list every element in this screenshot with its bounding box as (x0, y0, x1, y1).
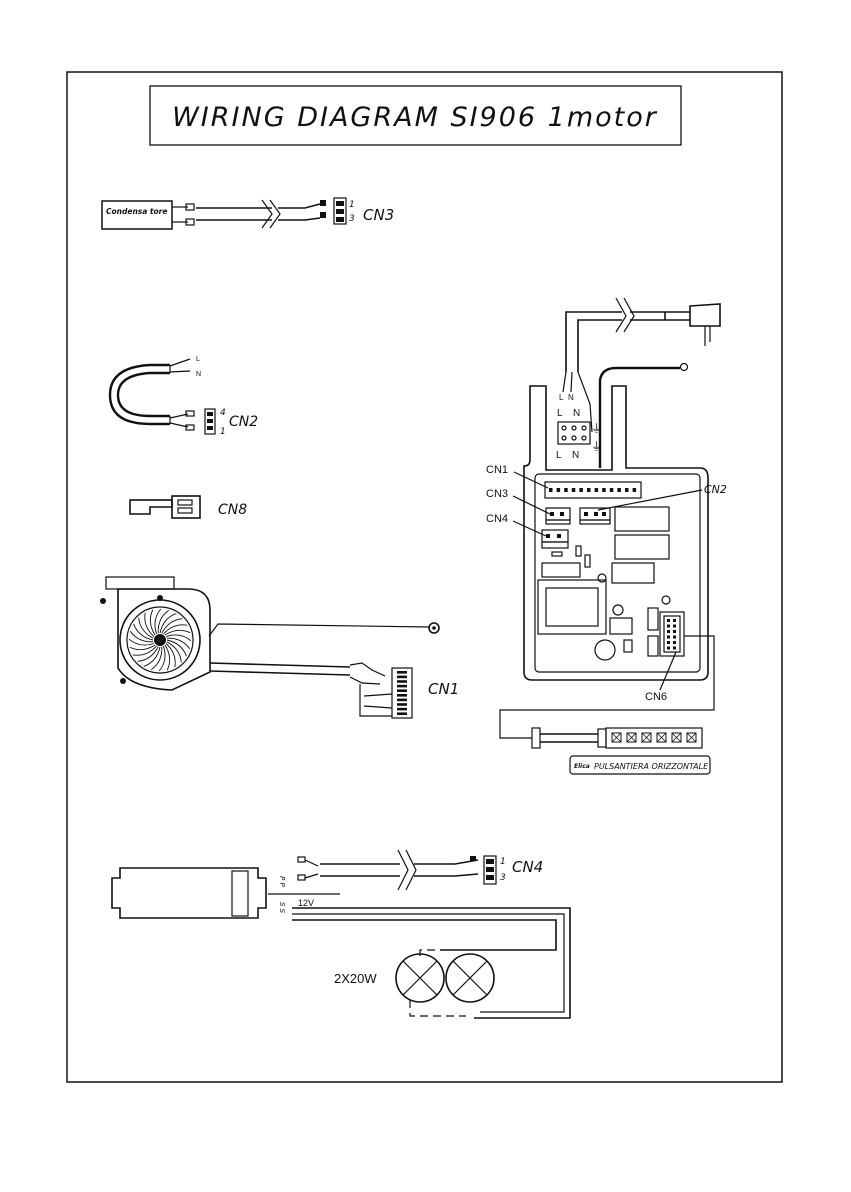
light-cn4-label: CN4 (512, 858, 543, 876)
cn1-pin (397, 685, 407, 688)
cn6-pin (667, 641, 670, 644)
motor-assembly: CN1 (100, 577, 459, 718)
capacitor-label: Condensa tore (106, 207, 167, 216)
pcb-cn1-pin (617, 488, 621, 492)
cable-wire-n: N (568, 393, 574, 402)
capacitor-assembly: Condensa tore 1 3 CN3 (102, 198, 394, 229)
cn6-pin (667, 625, 670, 628)
pcb-cn1-pin (610, 488, 614, 492)
pcb-cn1-pin (579, 488, 583, 492)
lamp-left-icon (396, 954, 444, 1002)
fan-blade (162, 619, 183, 634)
cn6-pin (667, 630, 670, 633)
fan-blade (165, 630, 190, 635)
box-cn1-label: CN1 (486, 464, 508, 476)
pcb-cn1-pin (625, 488, 629, 492)
cn2-pin-4: 4 (220, 408, 226, 418)
transformer-secondary-label: S S (278, 902, 286, 914)
cn1-connector (392, 668, 412, 718)
ground-symbol-top-icon: ⏚ (591, 422, 602, 435)
cn2-pin-1: 1 (220, 427, 226, 437)
pcb-cn1-pin (602, 488, 606, 492)
diagram-title: WIRING DIAGRAM SI906 1motor (172, 102, 658, 133)
earth-ring (681, 364, 688, 371)
transformer-primary-label: P P (278, 876, 286, 887)
cn1-pin (397, 671, 407, 674)
pcb-cn1-pin (587, 488, 591, 492)
keypad-brand: Elica (574, 763, 590, 770)
transformer-body (112, 868, 266, 918)
cn6-pin (673, 647, 676, 650)
terminal-block (558, 422, 590, 444)
fan-blade (165, 645, 170, 670)
loop-wire-n: N (196, 371, 201, 378)
pcb-cn1-pin (557, 488, 561, 492)
control-box-assembly: L N L N ⏚ ⏚ L N (486, 298, 727, 774)
cn6-pin (673, 641, 676, 644)
cn6-pin (667, 647, 670, 650)
cn1-pin (397, 694, 407, 697)
cable-wire-l: L (559, 393, 564, 402)
cn6-pin (673, 619, 676, 622)
cn1-pin (397, 676, 407, 679)
motor-cn1-label: CN1 (428, 680, 459, 698)
light-cn4-pin-3: 3 (500, 873, 506, 883)
cn6-pin (667, 636, 670, 639)
light-cn4-pin-1: 1 (500, 857, 506, 867)
mains-loop-assembly: L N 4 1 CN2 (110, 356, 258, 437)
cn6-pin (673, 636, 676, 639)
cn2-label: CN2 (229, 414, 258, 430)
terminal-bottom-n: N (572, 450, 579, 461)
fan-blade (150, 610, 155, 635)
pcb-cn1-pin (572, 488, 576, 492)
cn6-pin (673, 630, 676, 633)
pcb-cn1-pin (564, 488, 568, 492)
fan-blade (138, 647, 159, 662)
cn6-pin (673, 625, 676, 628)
lighting-assembly: P P S S 1 3 CN4 12V 2 (112, 850, 570, 1018)
cn3-pin-1: 1 (349, 200, 355, 210)
terminal-top-l: L (557, 408, 563, 419)
pcb-cn1-pin (595, 488, 599, 492)
cn1-pin (397, 689, 407, 692)
box-cn2-label: CN2 (704, 483, 727, 496)
loop-wire-l: L (196, 356, 200, 363)
terminal-bottom-l: L (556, 450, 562, 461)
ground-symbol-bottom-icon: ⏚ (591, 440, 602, 453)
cn1-pin (397, 708, 407, 711)
pcb-cn1-pin (633, 488, 637, 492)
lamp-right-icon (446, 954, 494, 1002)
cn8-assembly: CN8 (130, 496, 247, 518)
cn1-pin (397, 680, 407, 683)
keypad-label: PULSANTIERA ORIZZONTALE (594, 762, 709, 771)
pcb-cn1-pin (549, 488, 553, 492)
cn1-pin (397, 703, 407, 706)
lamps-label: 2X20W (334, 971, 377, 986)
cn1-pin (397, 712, 407, 715)
box-cn4-label: CN4 (486, 513, 508, 525)
fan-blade (130, 645, 155, 650)
cn3-pin-3: 3 (349, 214, 355, 224)
cn6-pin (667, 619, 670, 622)
fan-blade (167, 642, 182, 663)
fan-blade (139, 618, 154, 639)
cn8-label: CN8 (218, 502, 247, 518)
cn1-pin (397, 699, 407, 702)
terminal-top-n: N (573, 408, 580, 419)
box-cn3-label: CN3 (486, 488, 508, 500)
voltage-label: 12V (298, 898, 314, 908)
cn3-label: CN3 (363, 206, 394, 224)
box-cn6-label: CN6 (645, 691, 667, 703)
